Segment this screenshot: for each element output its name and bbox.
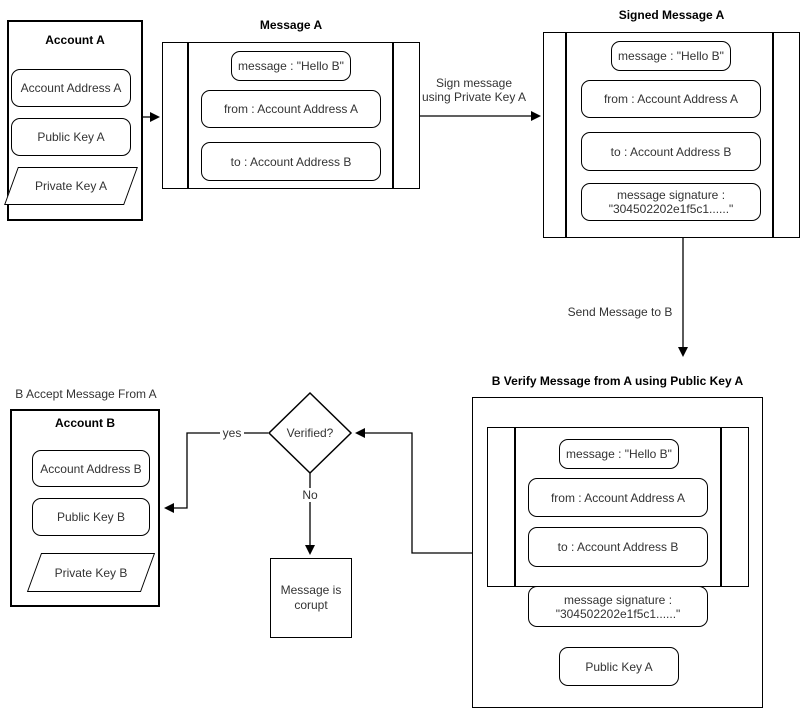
verify-from-node: from : Account Address A [528,478,708,517]
account-address-a-node: Account Address A [11,69,131,107]
message-a-from-label: from : Account Address A [223,102,359,116]
verify-public-key-a-label: Public Key A [585,659,653,674]
message-a-title: Message A [259,18,323,32]
decision-label: Verified? [286,426,334,440]
private-key-b-label: Private Key B [54,565,128,580]
no-text: No [299,488,321,502]
subroutine-bar-right [720,428,722,586]
subroutine-bar-left [187,43,189,188]
signed-message-a-title: Signed Message A [618,8,725,22]
private-key-a-node: Private Key A [4,167,138,205]
verify-message-node: message : "Hello B" [559,439,679,469]
message-a-from-node: from : Account Address A [201,90,381,128]
signed-message-to-label: to : Account Address B [610,144,732,159]
signed-message-from-label: from : Account Address A [603,92,739,106]
private-key-b-node: Private Key B [26,553,156,592]
account-b-title: Account B [55,416,115,430]
signature-label: message signature : [563,592,673,607]
yes-text: yes [219,426,245,440]
verify-to-node: to : Account Address B [528,527,708,567]
corrupt-line2: corupt [294,598,328,612]
edge-yes [164,432,268,513]
signed-message-signature-node: message signature : "304502202e1f5c1....… [581,183,761,221]
signature-value: "304502202e1f5c1......" [608,202,734,216]
signed-message-from-node: from : Account Address A [581,80,761,118]
private-key-a-label: Private Key A [34,179,108,193]
subroutine-bar-right [772,33,774,237]
message-a-to-label: to : Account Address B [230,154,352,169]
verify-to-label: to : Account Address B [557,540,679,554]
subroutine-bar-left [565,33,567,237]
signed-message-message-node: message : "Hello B" [611,41,731,71]
corrupt-box: Message is corupt [270,558,352,638]
verify-signature-node: message signature : "304502202e1f5c1....… [528,586,708,627]
signed-message-message-label: message : "Hello B" [618,49,724,63]
message-a-message-label: message : "Hello B" [238,59,344,73]
public-key-a-node: Public Key A [11,118,131,156]
message-a-to-node: to : Account Address B [201,142,381,181]
verify-message-label: message : "Hello B" [566,447,672,461]
signature-label: message signature : [616,188,726,202]
verify-from-label: from : Account Address A [550,490,686,505]
account-address-b-node: Account Address B [32,450,150,487]
sign-edge-label-line2: using Private Key A [421,90,527,104]
public-key-a-label: Public Key A [37,130,105,144]
account-address-a-label: Account Address A [20,81,122,95]
signature-value: "304502202e1f5c1......" [555,606,681,621]
message-a-message-node: message : "Hello B" [231,51,351,81]
sign-edge-label: Sign message using Private Key A [414,76,534,104]
subroutine-bar-right [392,43,394,188]
signed-message-to-node: to : Account Address B [581,132,761,171]
verify-public-key-a-node: Public Key A [559,647,679,686]
send-edge-label: Send Message to B [567,305,673,319]
no-edge-label: No [289,488,331,502]
corrupt-line1: Message is [280,583,342,597]
subroutine-bar-left [514,428,516,586]
edge-verify-to-decision [355,428,472,554]
accept-caption: B Accept Message From A [15,387,157,401]
sign-edge-label-line1: Sign message [435,76,513,90]
public-key-b-label: Public Key B [56,510,126,524]
account-address-b-label: Account Address B [40,461,142,476]
verify-title: B Verify Message from A using Public Key… [491,374,744,388]
public-key-b-node: Public Key B [32,498,150,536]
account-a-title: Account A [45,33,105,47]
yes-edge-label: yes [213,426,251,440]
